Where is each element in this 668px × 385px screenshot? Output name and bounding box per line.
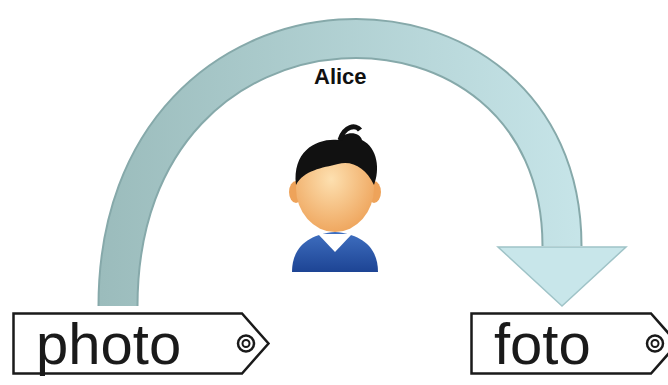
curved-arrow — [118, 38, 626, 306]
tag-text: photo — [12, 312, 181, 375]
tag-box: foto — [470, 312, 668, 375]
tag-text: foto — [470, 312, 591, 375]
tag-box: photo — [12, 312, 270, 375]
person-name: Alice — [314, 64, 367, 90]
